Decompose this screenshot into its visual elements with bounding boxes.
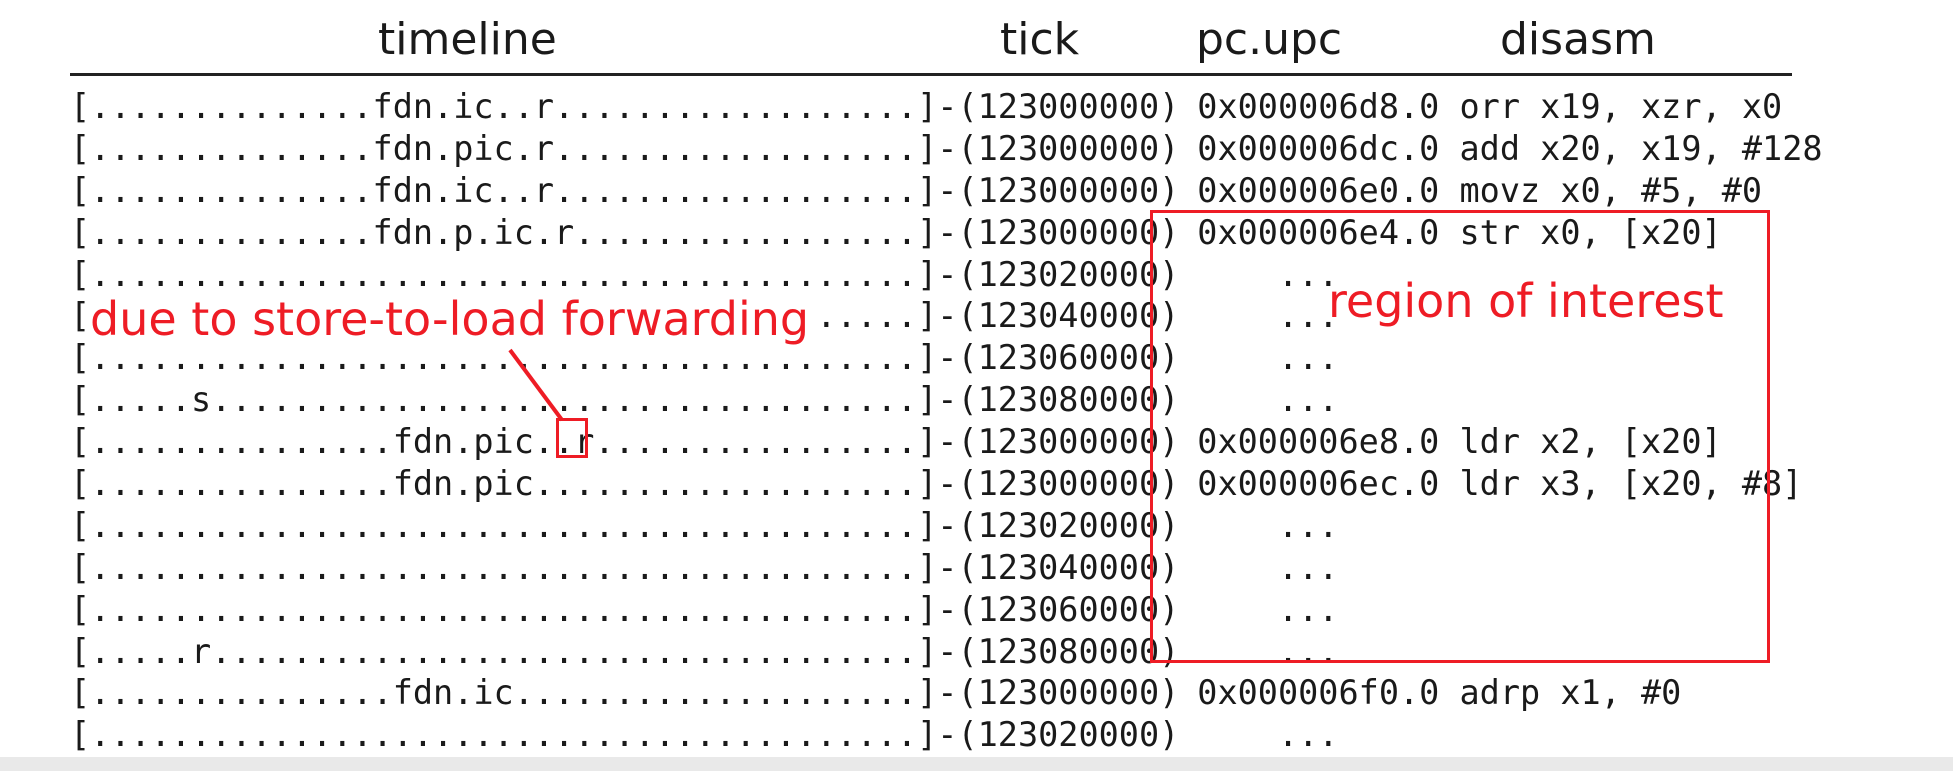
timeline-cell: [.....r.................................… (70, 631, 958, 671)
pc-cell: ... (1197, 631, 1339, 671)
pc-cell: ... (1197, 505, 1339, 545)
tick-cell: (123000000) (957, 212, 1180, 252)
column-headers: timeline tick pc.upc disasm (0, 14, 1953, 74)
trace-row: [..............fdn.ic..r................… (70, 86, 1823, 128)
forwarding-highlight-box (556, 418, 588, 458)
trace-row: [.....s.................................… (70, 379, 1823, 421)
tick-cell: (123020000) (957, 254, 1180, 294)
tick-cell: (123040000) (957, 547, 1180, 587)
pc-cell: ... (1197, 589, 1339, 629)
timeline-cell: [.......................................… (70, 505, 958, 545)
region-of-interest-box (1150, 210, 1770, 663)
tick-cell: (123000000) (957, 128, 1180, 168)
tick-cell: (123080000) (957, 380, 1180, 420)
trace-row: [.......................................… (70, 589, 1823, 631)
timeline-cell: [...............fdn.ic..................… (70, 673, 958, 713)
timeline-cell: [.......................................… (70, 254, 958, 294)
header-pc: pc.upc (1196, 14, 1343, 65)
pc-cell: 0x000006e4.0 (1197, 212, 1440, 252)
tick-cell: (123020000) (957, 715, 1180, 755)
timeline-cell: [.......................................… (70, 715, 958, 755)
tick-cell: (123000000) (957, 464, 1180, 504)
trace-row: [...............fdn.pic.................… (70, 463, 1823, 505)
timeline-cell: [.......................................… (70, 547, 958, 587)
header-timeline: timeline (378, 14, 557, 65)
disasm-cell: orr x19, xzr, x0 (1439, 87, 1783, 126)
header-disasm: disasm (1500, 14, 1656, 65)
timeline-cell: [...............fdn.pic..r..............… (70, 422, 958, 462)
region-of-interest-label: region of interest (1328, 274, 1724, 328)
trace-row: [.......................................… (70, 505, 1823, 547)
timeline-cell: [..............fdn.pic.r................… (70, 128, 958, 168)
trace-row: [.......................................… (70, 714, 1823, 756)
pc-cell: ... (1197, 380, 1339, 420)
timeline-cell: [..............fdn.ic..r................… (70, 87, 958, 126)
timeline-cell: [..............fdn.p.ic.r...............… (70, 212, 958, 252)
pc-cell: ... (1197, 338, 1339, 378)
pc-cell: 0x000006e0.0 (1197, 170, 1440, 210)
trace-row: [.......................................… (70, 254, 1823, 296)
pc-cell: 0x000006dc.0 (1197, 128, 1440, 168)
timeline-cell: [...............fdn.pic.................… (70, 464, 958, 504)
tick-cell: (123040000) (957, 296, 1180, 336)
pc-cell: ... (1197, 715, 1339, 755)
trace-row: [.......................................… (70, 547, 1823, 589)
tick-cell: (123060000) (957, 589, 1180, 629)
tick-cell: (123080000) (957, 631, 1180, 671)
tick-cell: (123060000) (957, 338, 1180, 378)
pc-cell: ... (1197, 547, 1339, 587)
trace-row: [..............fdn.ic..r................… (70, 170, 1823, 212)
trace-row: [..............fdn.p.ic.r...............… (70, 212, 1823, 254)
pc-cell: 0x000006ec.0 (1197, 464, 1440, 504)
trace-row: [..............fdn.pic.r................… (70, 128, 1823, 170)
pc-cell: 0x000006d8.0 (1197, 87, 1440, 126)
pc-cell: ... (1197, 296, 1339, 336)
disasm-cell: str x0, [x20] (1439, 212, 1722, 252)
disasm-cell: add x20, x19, #128 (1439, 128, 1823, 168)
header-divider (70, 73, 1792, 76)
timeline-cell: [.....s.................................… (70, 380, 958, 420)
trace-row: [...............fdn.ic..................… (70, 672, 1823, 714)
header-tick: tick (1000, 14, 1080, 65)
trace-row: [...............fdn.pic..r..............… (70, 421, 1823, 463)
disasm-cell: ldr x3, [x20, #8] (1439, 464, 1803, 504)
tick-cell: (123020000) (957, 505, 1180, 545)
tick-cell: (123000000) (957, 422, 1180, 462)
bottom-edge (0, 757, 1953, 771)
pc-cell: 0x000006e8.0 (1197, 422, 1440, 462)
tick-cell: (123000000) (957, 87, 1180, 126)
disasm-cell: movz x0, #5, #0 (1439, 170, 1763, 210)
trace-row: [.....r.................................… (70, 631, 1823, 673)
tick-cell: (123000000) (957, 673, 1180, 713)
forwarding-pointer-line (508, 348, 564, 422)
disasm-cell: adrp x1, #0 (1439, 673, 1682, 713)
forwarding-label: due to store-to-load forwarding (86, 292, 814, 346)
disasm-cell: ldr x2, [x20] (1439, 422, 1722, 462)
tick-cell: (123000000) (957, 170, 1180, 210)
pc-cell: 0x000006f0.0 (1197, 673, 1440, 713)
timeline-cell: [.......................................… (70, 589, 958, 629)
timeline-cell: [..............fdn.ic..r................… (70, 170, 958, 210)
pc-cell: ... (1197, 254, 1339, 294)
